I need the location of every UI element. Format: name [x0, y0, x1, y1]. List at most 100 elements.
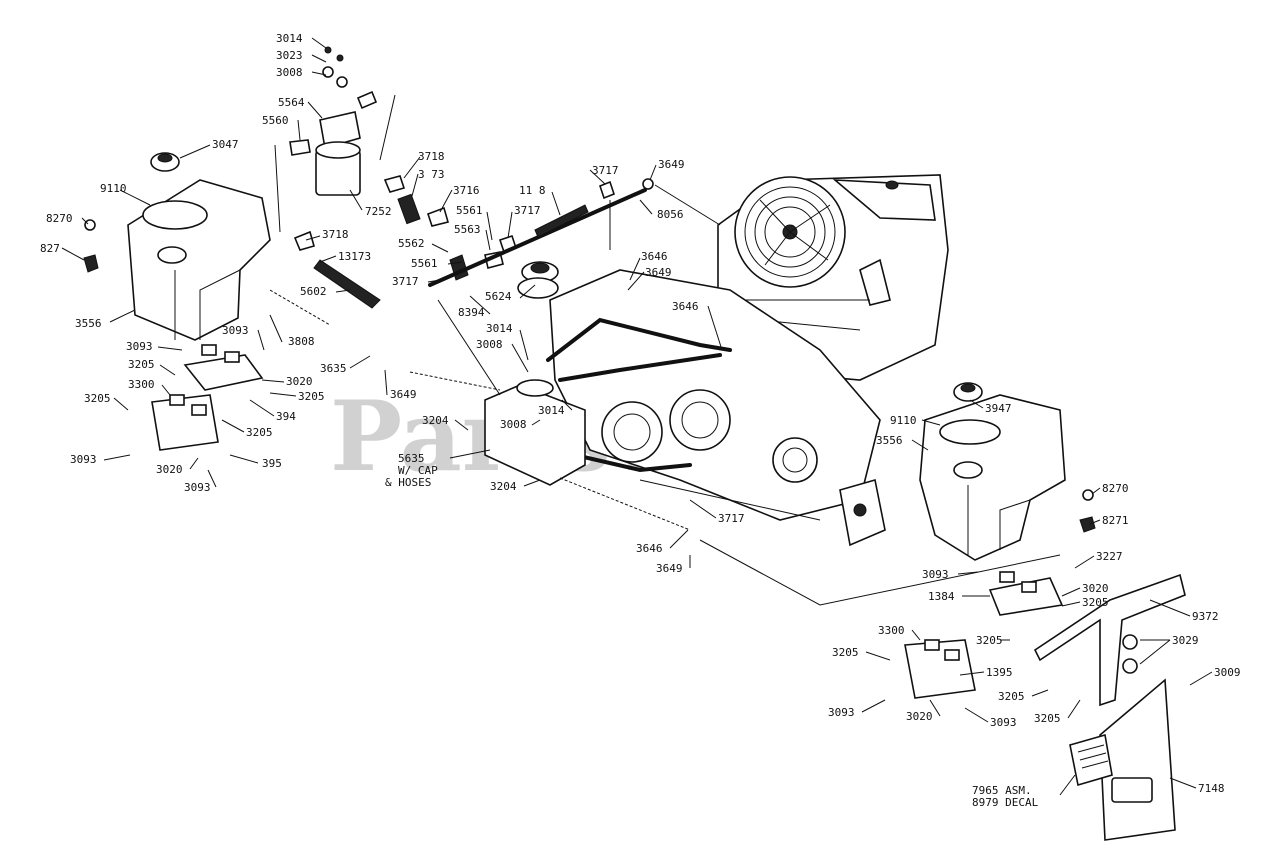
label-5564: 5564 [278, 96, 305, 109]
label-9372: 9372 [1192, 610, 1219, 623]
label-3205e: 3205 [1082, 596, 1109, 609]
label-9110b: 9110 [890, 414, 917, 427]
label-3717d: 3717 [718, 512, 745, 525]
label-13173: 13173 [338, 250, 371, 263]
label-3093d: 3093 [184, 481, 211, 494]
leader-lines [61, 37, 1213, 796]
label-3008b: 3008 [476, 338, 503, 351]
label-3649a: 3649 [658, 158, 685, 171]
label-3205b: 3205 [298, 390, 325, 403]
label-3556a: 3556 [75, 317, 102, 330]
label-395: 395 [262, 457, 282, 470]
label-8394: 8394 [458, 306, 485, 319]
label-5602: 5602 [300, 285, 327, 298]
label-8271: 8271 [1102, 514, 1129, 527]
label-3093e: 3093 [922, 568, 949, 581]
label-3014b: 3014 [486, 322, 513, 335]
label-3047: 3047 [212, 138, 239, 151]
label-5635: 5635 [398, 452, 425, 465]
fuel-valve-right [1079, 489, 1096, 533]
label-5562: 5562 [398, 237, 425, 250]
label-3717a: 3717 [592, 164, 619, 177]
label-3646a: 3646 [641, 250, 668, 263]
label-3029: 3029 [1172, 634, 1199, 647]
label-3713: 3 73 [418, 168, 445, 181]
label-3205f: 3205 [976, 634, 1003, 647]
label-5624: 5624 [485, 290, 512, 303]
label-3205c: 3205 [84, 392, 111, 405]
label-9110a: 9110 [100, 182, 127, 195]
label-1118: 11 8 [519, 184, 546, 197]
label-1384: 1384 [928, 590, 955, 603]
label-1395: 1395 [986, 666, 1013, 679]
left-brackets [151, 344, 264, 451]
right-fuel-tank [919, 394, 1066, 561]
label-5635b: W/ CAP [398, 464, 438, 477]
label-3008a: 3008 [276, 66, 303, 79]
label-3020c: 3020 [1082, 582, 1109, 595]
label-3093c: 3093 [70, 453, 97, 466]
label-8270a: 8270 [46, 212, 73, 225]
label-3556b: 3556 [876, 434, 903, 447]
fuel-line-parts [293, 175, 654, 309]
label-3014a: 3014 [276, 32, 303, 45]
label-3649c: 3649 [390, 388, 417, 401]
label-5560: 5560 [262, 114, 289, 127]
fuel-cap-right [953, 382, 983, 402]
label-3300b: 3300 [878, 624, 905, 637]
hydro-pumps [546, 269, 886, 547]
label-3023: 3023 [276, 49, 303, 62]
label-3646c: 3646 [636, 542, 663, 555]
rear-plate [1099, 678, 1176, 841]
label-7965b: 8979 DECAL [972, 796, 1039, 809]
label-3093a: 3093 [222, 324, 249, 337]
label-3205g: 3205 [832, 646, 859, 659]
label-3717b: 3717 [514, 204, 541, 217]
hydraulic-reservoir [484, 277, 586, 486]
label-3205h: 3205 [998, 690, 1025, 703]
label-3635: 3635 [320, 362, 347, 375]
left-fuel-tank [127, 179, 271, 341]
label-3093g: 3093 [990, 716, 1017, 729]
label-3717c: 3717 [392, 275, 419, 288]
label-394: 394 [276, 410, 296, 423]
label-3227: 3227 [1096, 550, 1123, 563]
label-827: 827 [40, 242, 60, 255]
part-labels: 3014 3023 3008 5564 5560 3047 9110 8270 … [40, 32, 1241, 809]
label-3808: 3808 [288, 335, 315, 348]
fuel-valve-left [83, 219, 99, 273]
label-3014c: 3014 [538, 404, 565, 417]
label-7252: 7252 [365, 205, 392, 218]
label-5561a: 5561 [456, 204, 483, 217]
label-7965a: 7965 ASM. [972, 784, 1032, 797]
label-3718a: 3718 [418, 150, 445, 163]
label-3020b: 3020 [156, 463, 183, 476]
label-5635c: & HOSES [385, 476, 431, 489]
right-brackets [904, 571, 1064, 699]
tail-light-assembly [1069, 733, 1113, 787]
label-3205a: 3205 [128, 358, 155, 371]
label-3093b: 3093 [126, 340, 153, 353]
label-3646b: 3646 [672, 300, 699, 313]
label-8056: 8056 [657, 208, 684, 221]
label-3716: 3716 [453, 184, 480, 197]
label-3093f: 3093 [828, 706, 855, 719]
label-8270b: 8270 [1102, 482, 1129, 495]
label-3009: 3009 [1214, 666, 1241, 679]
label-3204b: 3204 [490, 480, 517, 493]
label-3204a: 3204 [422, 414, 449, 427]
label-3020a: 3020 [286, 375, 313, 388]
label-5561b: 5561 [411, 257, 438, 270]
label-3649b: 3649 [645, 266, 672, 279]
label-3300a: 3300 [128, 378, 155, 391]
fuel-cap-left [150, 152, 180, 172]
label-3649d: 3649 [656, 562, 683, 575]
fuel-filter-assembly [289, 46, 378, 196]
label-3718b: 3718 [322, 228, 349, 241]
label-3020d: 3020 [906, 710, 933, 723]
bumper-tube [1033, 573, 1186, 707]
label-5563: 5563 [454, 223, 481, 236]
label-3008c: 3008 [500, 418, 527, 431]
label-7148: 7148 [1198, 782, 1225, 795]
